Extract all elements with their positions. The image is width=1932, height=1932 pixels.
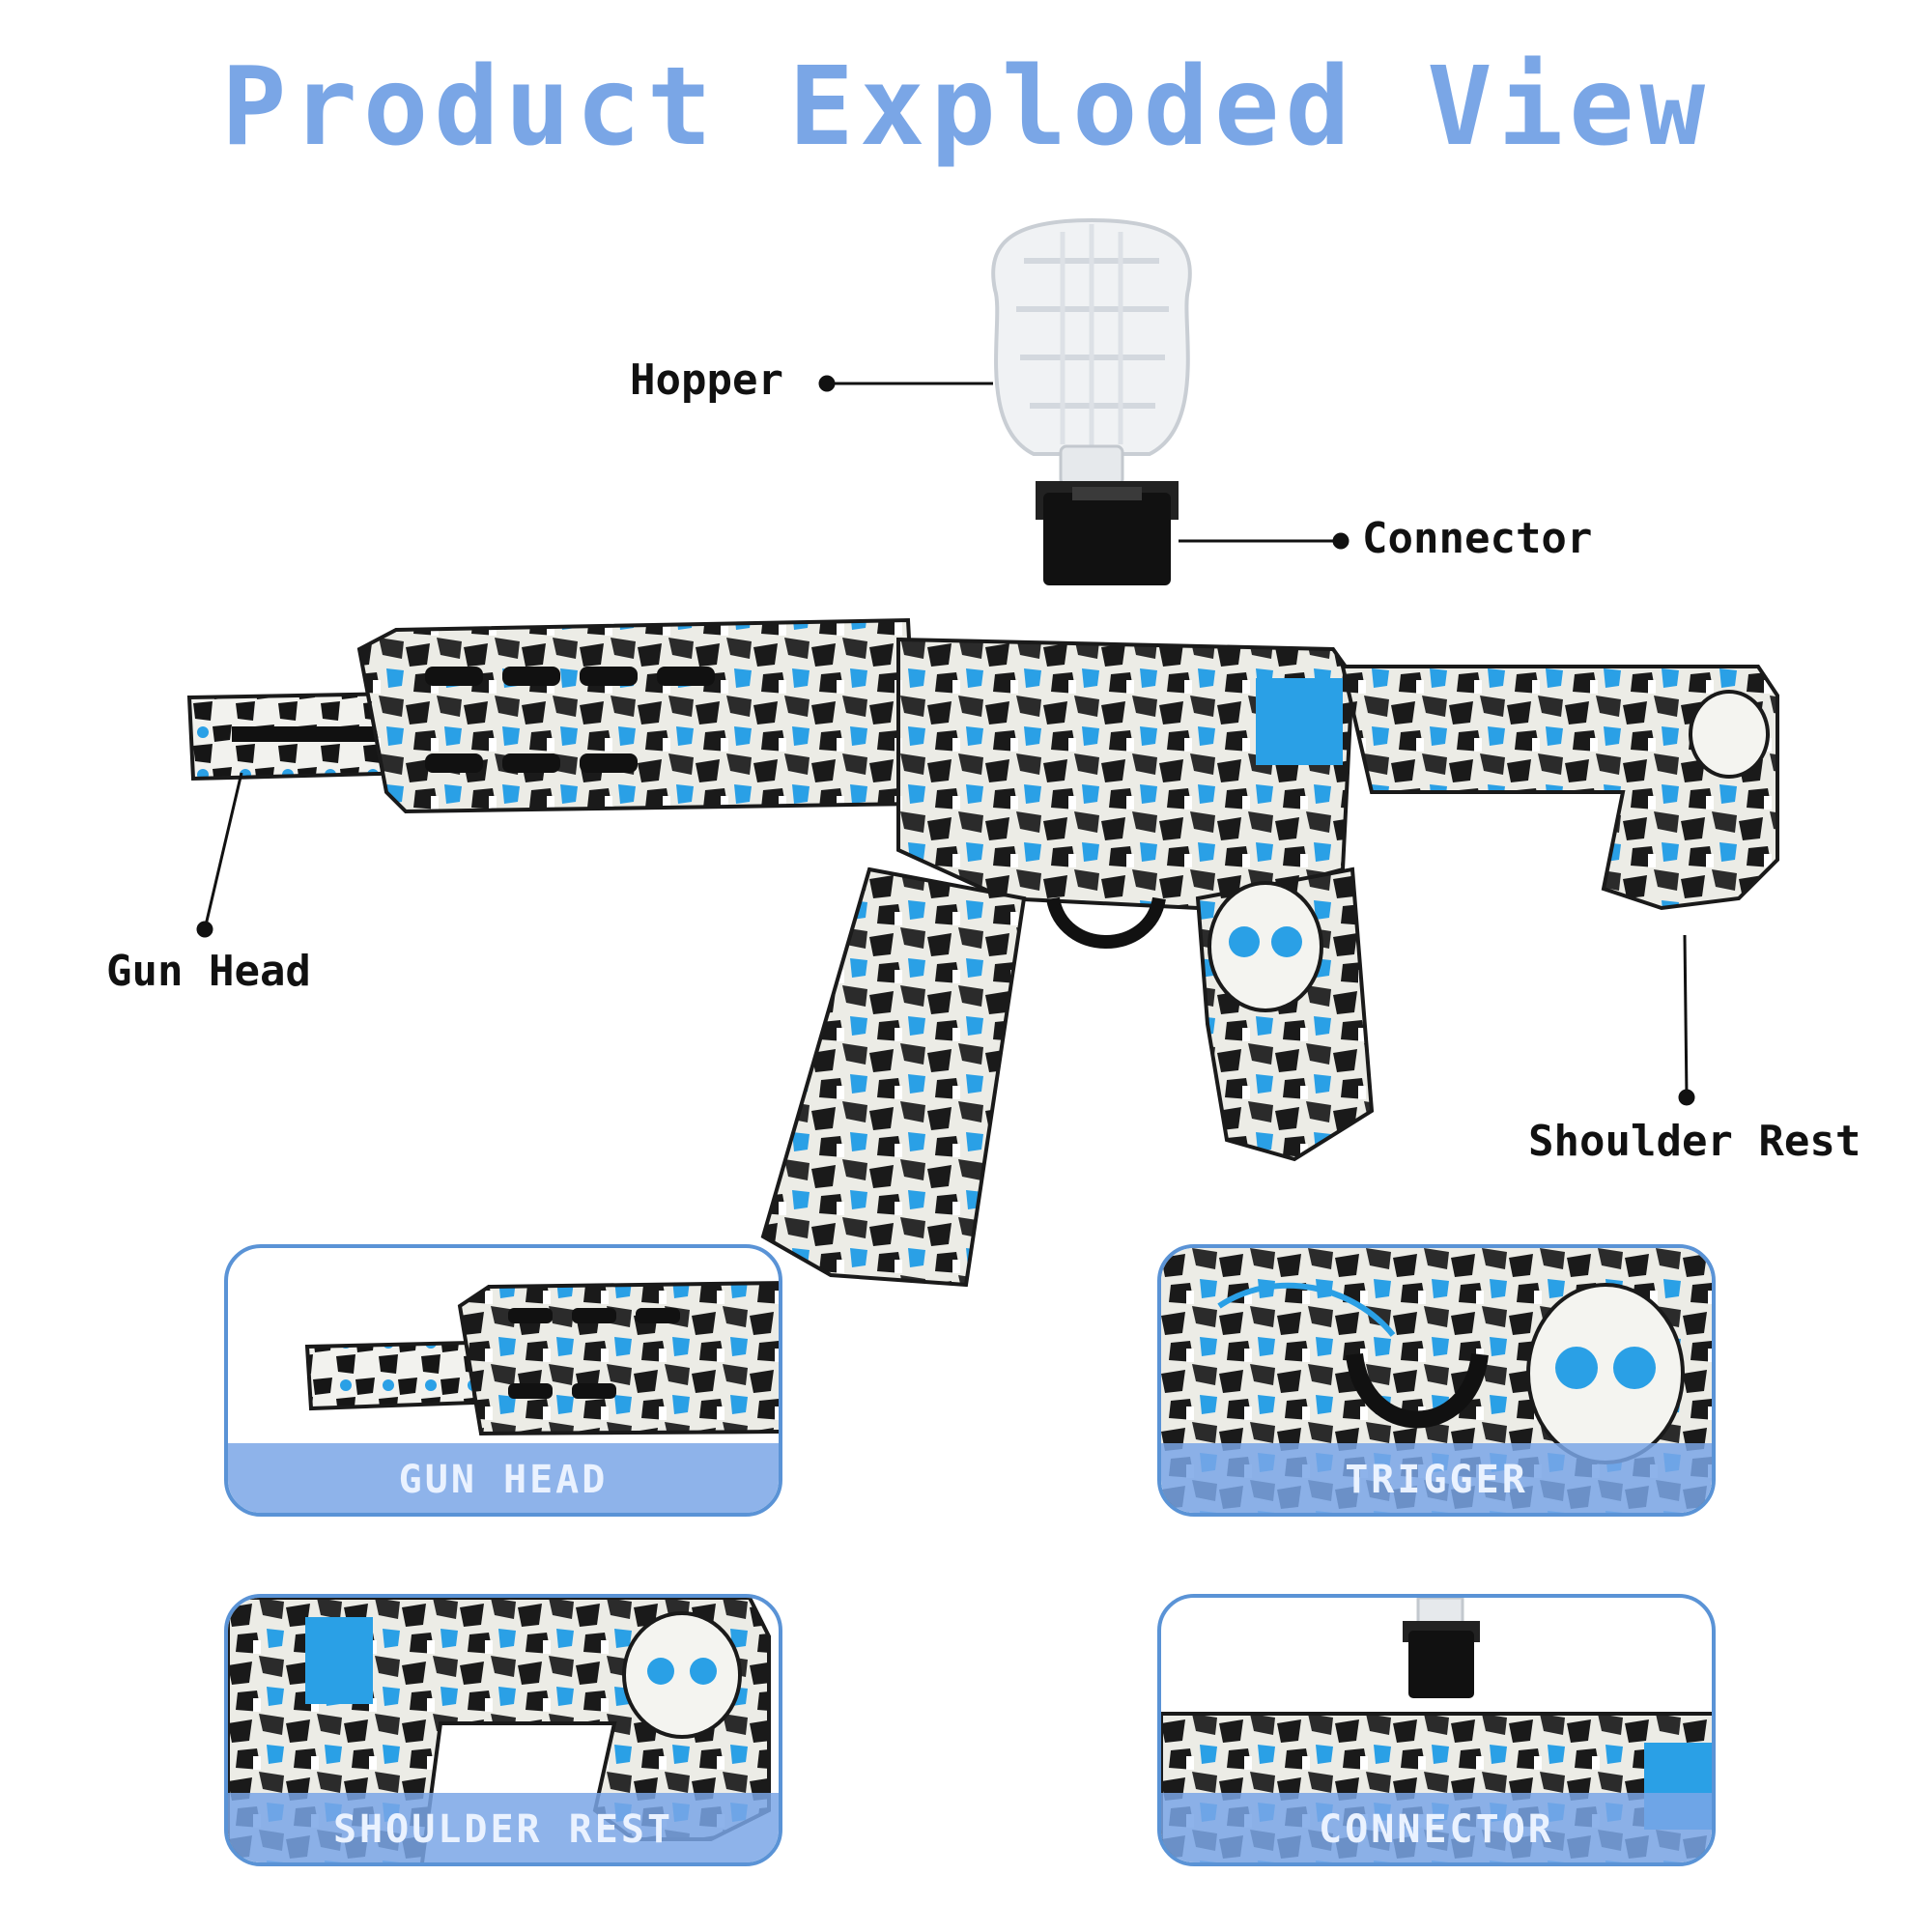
callout-connector: Connector	[1362, 514, 1593, 563]
callout-gun-head: Gun Head	[106, 947, 311, 996]
connector-illustration	[1036, 481, 1179, 585]
gun-illustration	[186, 617, 1779, 1288]
panel-label-band	[1161, 1793, 1712, 1862]
detail-panel-shoulder-rest: SHOULDER REST	[224, 1594, 782, 1866]
hopper-illustration	[991, 217, 1192, 487]
detail-panel-trigger: TRIGGER	[1157, 1244, 1716, 1517]
detail-panel-gun-head: GUN HEAD	[224, 1244, 782, 1517]
panel-label-band	[1161, 1443, 1712, 1513]
callout-hopper: Hopper	[630, 355, 783, 405]
panel-label-connector: CONNECTOR	[1319, 1807, 1554, 1852]
panel-label-shoulder-rest: SHOULDER REST	[332, 1807, 674, 1852]
panel-label-gun-head: GUN HEAD	[398, 1458, 609, 1502]
callout-shoulder-rest: Shoulder Rest	[1528, 1117, 1861, 1166]
page-title: Product Exploded View	[220, 44, 1712, 170]
panel-label-band	[228, 1443, 779, 1513]
panel-label-trigger: TRIGGER	[1345, 1458, 1528, 1502]
gun-head-closeup	[304, 1281, 779, 1436]
detail-panel-connector: CONNECTOR	[1157, 1594, 1716, 1866]
callout-lines	[196, 375, 1695, 1106]
panel-label-band	[228, 1793, 779, 1862]
